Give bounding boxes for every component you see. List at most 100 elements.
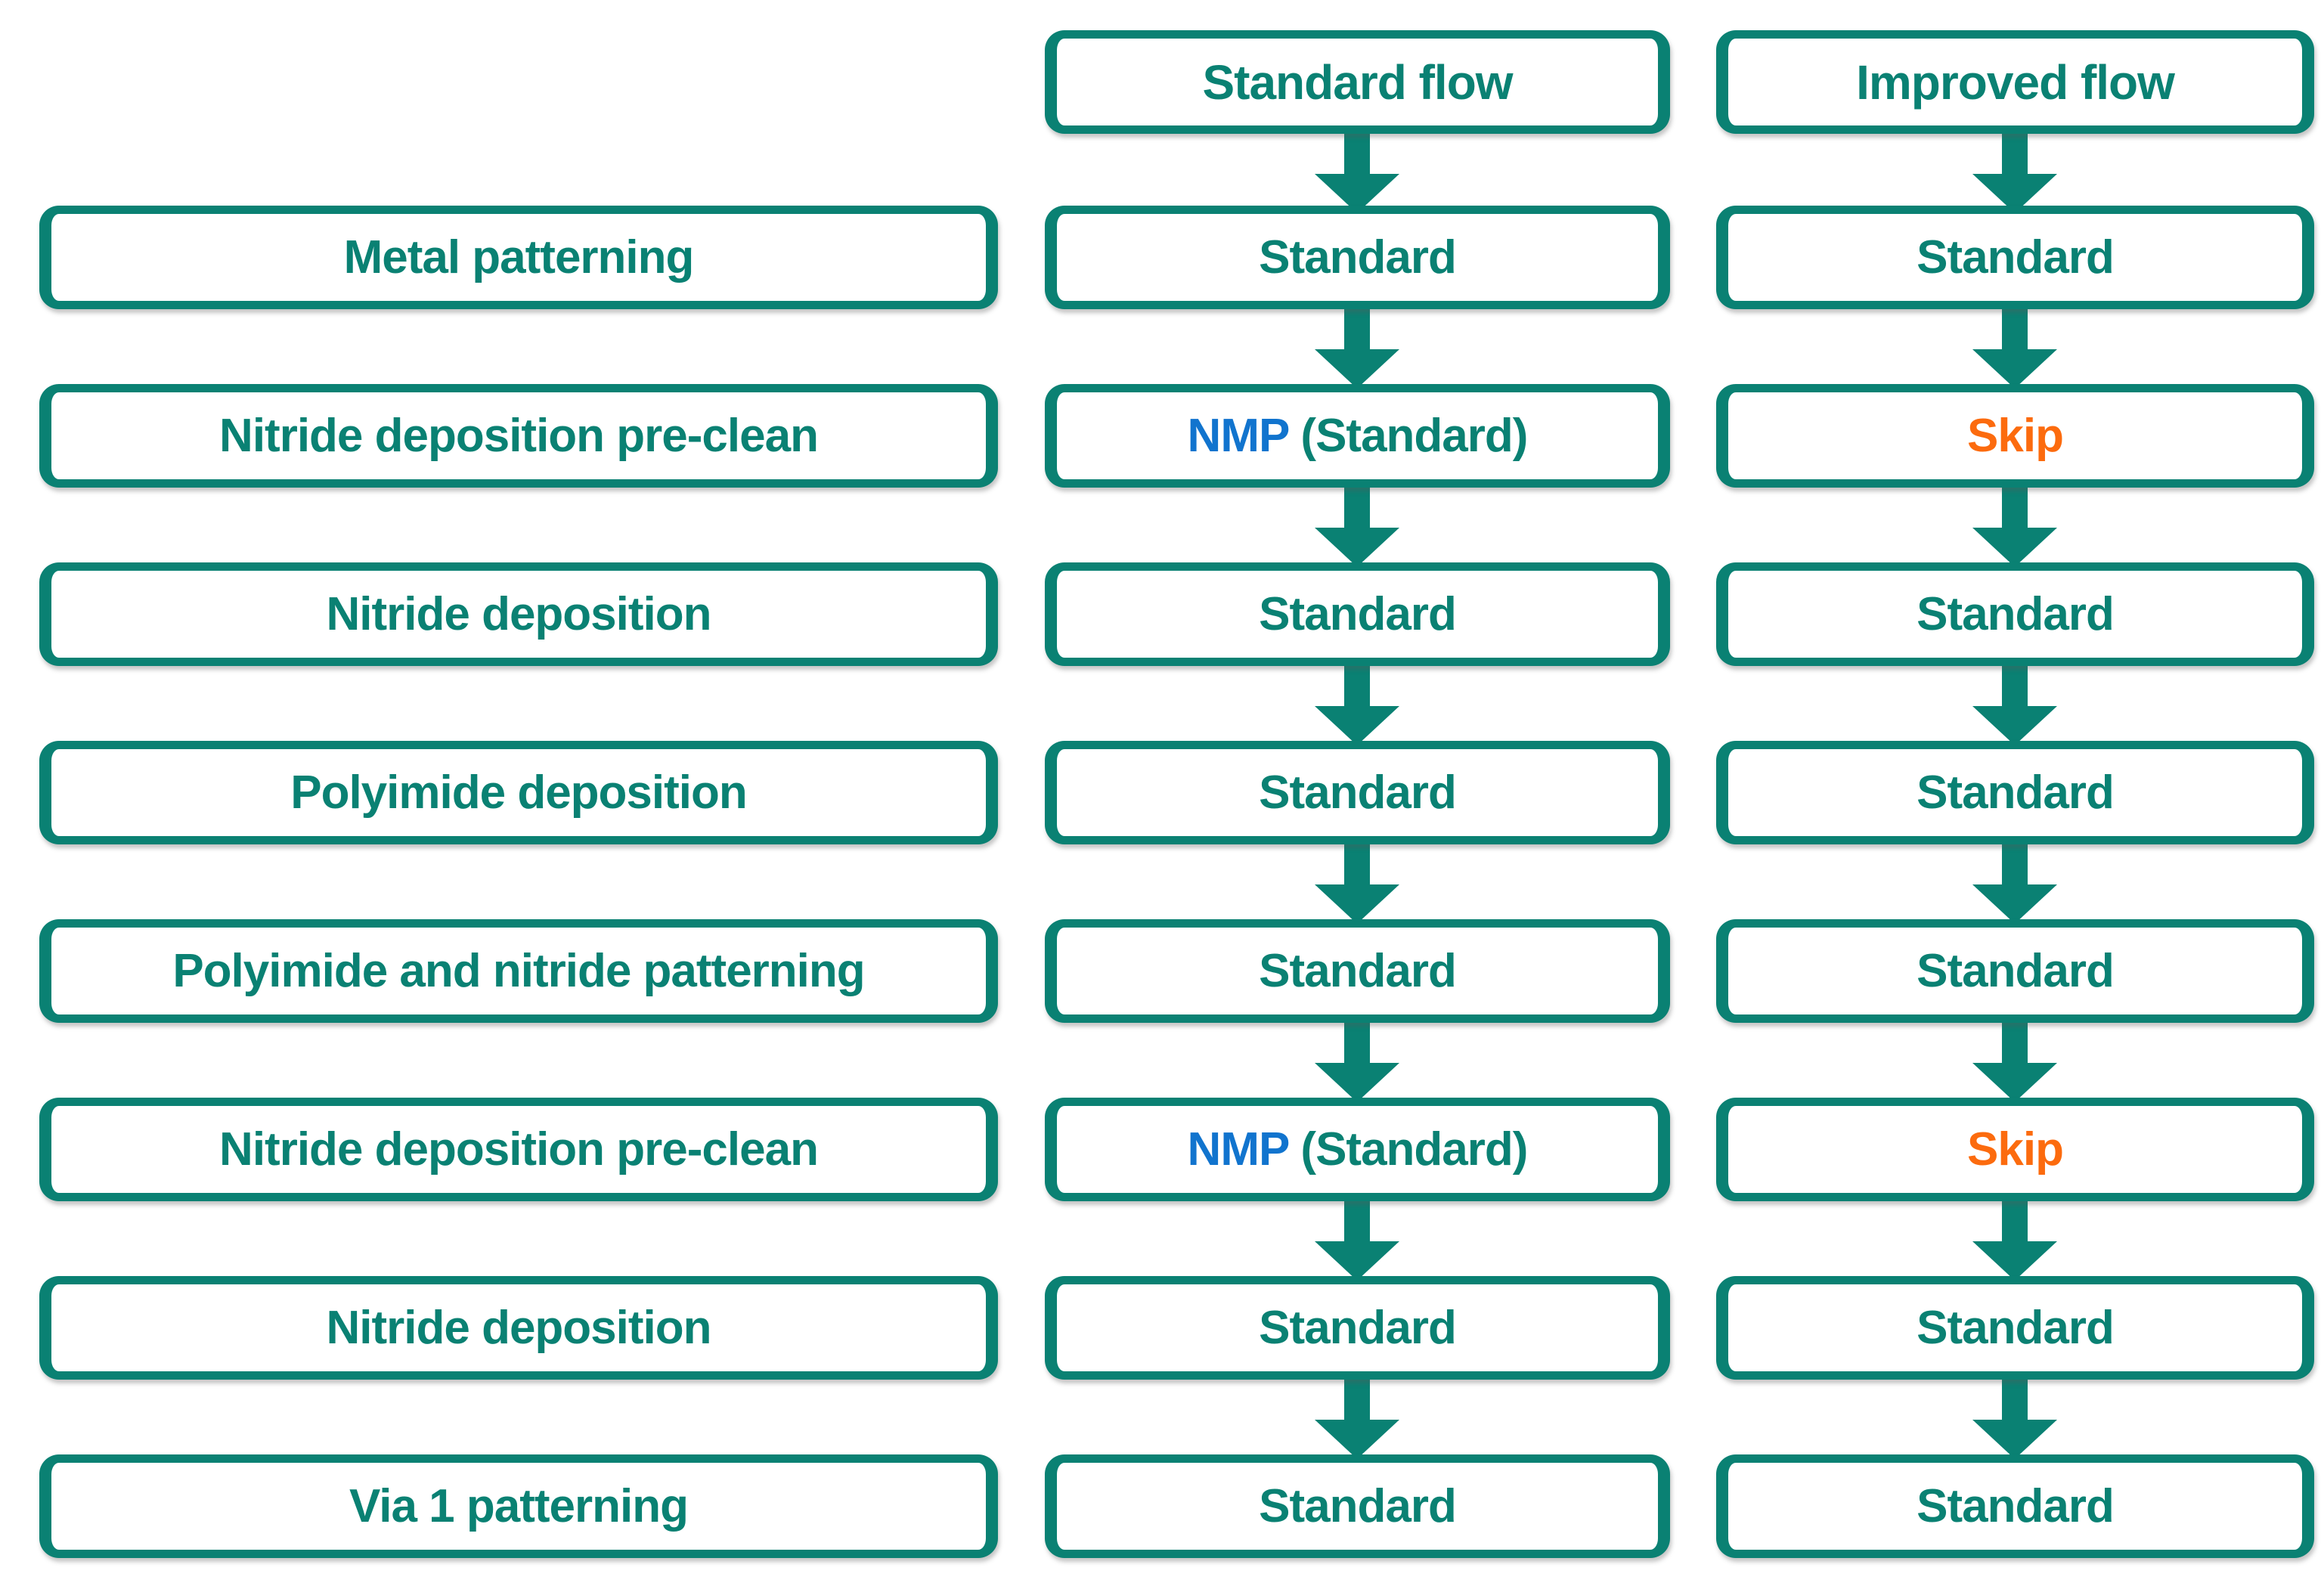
flow-value-highlight: NMP: [1187, 1123, 1290, 1176]
down-arrow: [1972, 130, 2057, 213]
arrow-stem: [1344, 841, 1370, 884]
improved-flow-cell: Skip: [1716, 1098, 2314, 1201]
arrow-head: [1972, 706, 2057, 745]
flow-value: Standard: [1917, 766, 2115, 819]
improved-flow-cell: Standard: [1716, 1454, 2314, 1558]
arrow-head: [1315, 706, 1399, 745]
down-arrow: [1315, 841, 1399, 924]
process-step-box: Nitride deposition pre-clean: [39, 384, 998, 488]
down-arrow: [1315, 1019, 1399, 1102]
standard-flow-cell: Standard: [1045, 1454, 1670, 1558]
flow-value-text: Standard: [1917, 1479, 2115, 1532]
process-step-box: Polyimide deposition: [39, 741, 998, 844]
flow-value-highlight: Skip: [1967, 1123, 2064, 1176]
process-step-box: Nitride deposition pre-clean: [39, 1098, 998, 1201]
improved-flow-cell: Standard: [1716, 562, 2314, 666]
standard-flow-cell: Standard: [1045, 1276, 1670, 1380]
flow-value-text: Standard: [1917, 1301, 2115, 1354]
improved-flow-cell: Standard: [1716, 919, 2314, 1023]
arrow-stem: [2002, 1197, 2028, 1241]
process-step-box: Via 1 patterning: [39, 1454, 998, 1558]
arrow-stem: [2002, 305, 2028, 349]
process-step-box: Polyimide and nitride patterning: [39, 919, 998, 1023]
improved-flow-cell: Skip: [1716, 384, 2314, 488]
arrow-head: [1315, 1241, 1399, 1281]
flow-value: Standard: [1917, 1301, 2115, 1354]
down-arrow: [1315, 662, 1399, 745]
arrow-stem: [1344, 484, 1370, 528]
flow-value-text: Standard: [1917, 944, 2115, 997]
flow-value: Skip: [1967, 409, 2064, 462]
standard-flow-cell: Standard: [1045, 206, 1670, 309]
flow-value: Standard: [1917, 231, 2115, 283]
arrow-head: [1972, 884, 2057, 924]
flow-value: Standard: [1259, 766, 1457, 819]
process-step-label: Nitride deposition pre-clean: [219, 409, 819, 462]
standard-flow-header-box: Standard flow: [1045, 30, 1670, 134]
arrow-stem: [1344, 1019, 1370, 1063]
down-arrow: [1972, 1019, 2057, 1102]
arrow-head: [1315, 1420, 1399, 1459]
flow-value-text: Standard: [1917, 766, 2115, 819]
process-step-box: Metal patterning: [39, 206, 998, 309]
arrow-head: [1315, 349, 1399, 389]
improved-flow-header-box: Improved flow: [1716, 30, 2314, 134]
flow-value: Standard: [1259, 1479, 1457, 1532]
flow-value-highlight: Skip: [1967, 409, 2064, 462]
down-arrow: [1972, 1197, 2057, 1281]
flow-value: NMP (Standard): [1188, 409, 1529, 462]
arrow-stem: [2002, 841, 2028, 884]
flow-value-text: Standard: [1259, 1479, 1457, 1532]
flow-value-text: (Standard): [1288, 1123, 1528, 1176]
arrow-head: [1972, 1241, 2057, 1281]
down-arrow: [1315, 1197, 1399, 1281]
flow-value-text: Standard: [1917, 231, 2115, 283]
standard-flow-cell: Standard: [1045, 919, 1670, 1023]
down-arrow: [1972, 841, 2057, 924]
flow-value: Standard: [1917, 590, 2115, 638]
arrow-head: [1315, 1063, 1399, 1102]
arrow-head: [1972, 1420, 2057, 1459]
improved-flow-cell: Standard: [1716, 206, 2314, 309]
arrow-stem: [1344, 305, 1370, 349]
arrow-head: [1315, 528, 1399, 567]
flow-value: Standard: [1259, 590, 1457, 638]
improved-flow-header-label: Improved flow: [1856, 54, 2175, 110]
flow-value-text: Standard: [1259, 231, 1457, 283]
arrow-stem: [1344, 1376, 1370, 1420]
arrow-stem: [2002, 1019, 2028, 1063]
down-arrow: [1315, 130, 1399, 213]
flow-value-text: Standard: [1259, 1301, 1457, 1354]
arrow-head: [1972, 349, 2057, 389]
standard-flow-cell: Standard: [1045, 741, 1670, 844]
arrow-stem: [1344, 1197, 1370, 1241]
down-arrow: [1315, 305, 1399, 389]
flow-value-text: Standard: [1259, 766, 1457, 819]
improved-flow-cell: Standard: [1716, 1276, 2314, 1380]
process-step-box: Nitride deposition: [39, 562, 998, 666]
arrow-head: [1315, 884, 1399, 924]
down-arrow: [1315, 1376, 1399, 1459]
standard-flow-cell: NMP (Standard): [1045, 384, 1670, 488]
process-step-label: Nitride deposition: [326, 587, 712, 640]
process-step-label: Metal patterning: [343, 231, 695, 283]
standard-flow-header-label: Standard flow: [1202, 54, 1513, 110]
flow-value: Skip: [1967, 1123, 2064, 1176]
flow-value: Standard: [1917, 944, 2115, 997]
improved-flow-cell: Standard: [1716, 741, 2314, 844]
flow-value-text: (Standard): [1288, 409, 1528, 462]
process-step-label: Nitride deposition pre-clean: [219, 1123, 819, 1176]
arrow-stem: [1344, 662, 1370, 706]
process-step-label: Polyimide and nitride patterning: [172, 944, 865, 997]
process-step-box: Nitride deposition: [39, 1276, 998, 1380]
arrow-stem: [2002, 662, 2028, 706]
flow-value: NMP (Standard): [1187, 1123, 1529, 1176]
arrow-stem: [2002, 130, 2028, 174]
standard-flow-cell: NMP (Standard): [1045, 1098, 1670, 1201]
arrow-stem: [1344, 130, 1370, 174]
arrow-head: [1972, 528, 2057, 567]
down-arrow: [1972, 662, 2057, 745]
arrow-stem: [2002, 1376, 2028, 1420]
flow-value-text: Standard: [1259, 944, 1457, 997]
